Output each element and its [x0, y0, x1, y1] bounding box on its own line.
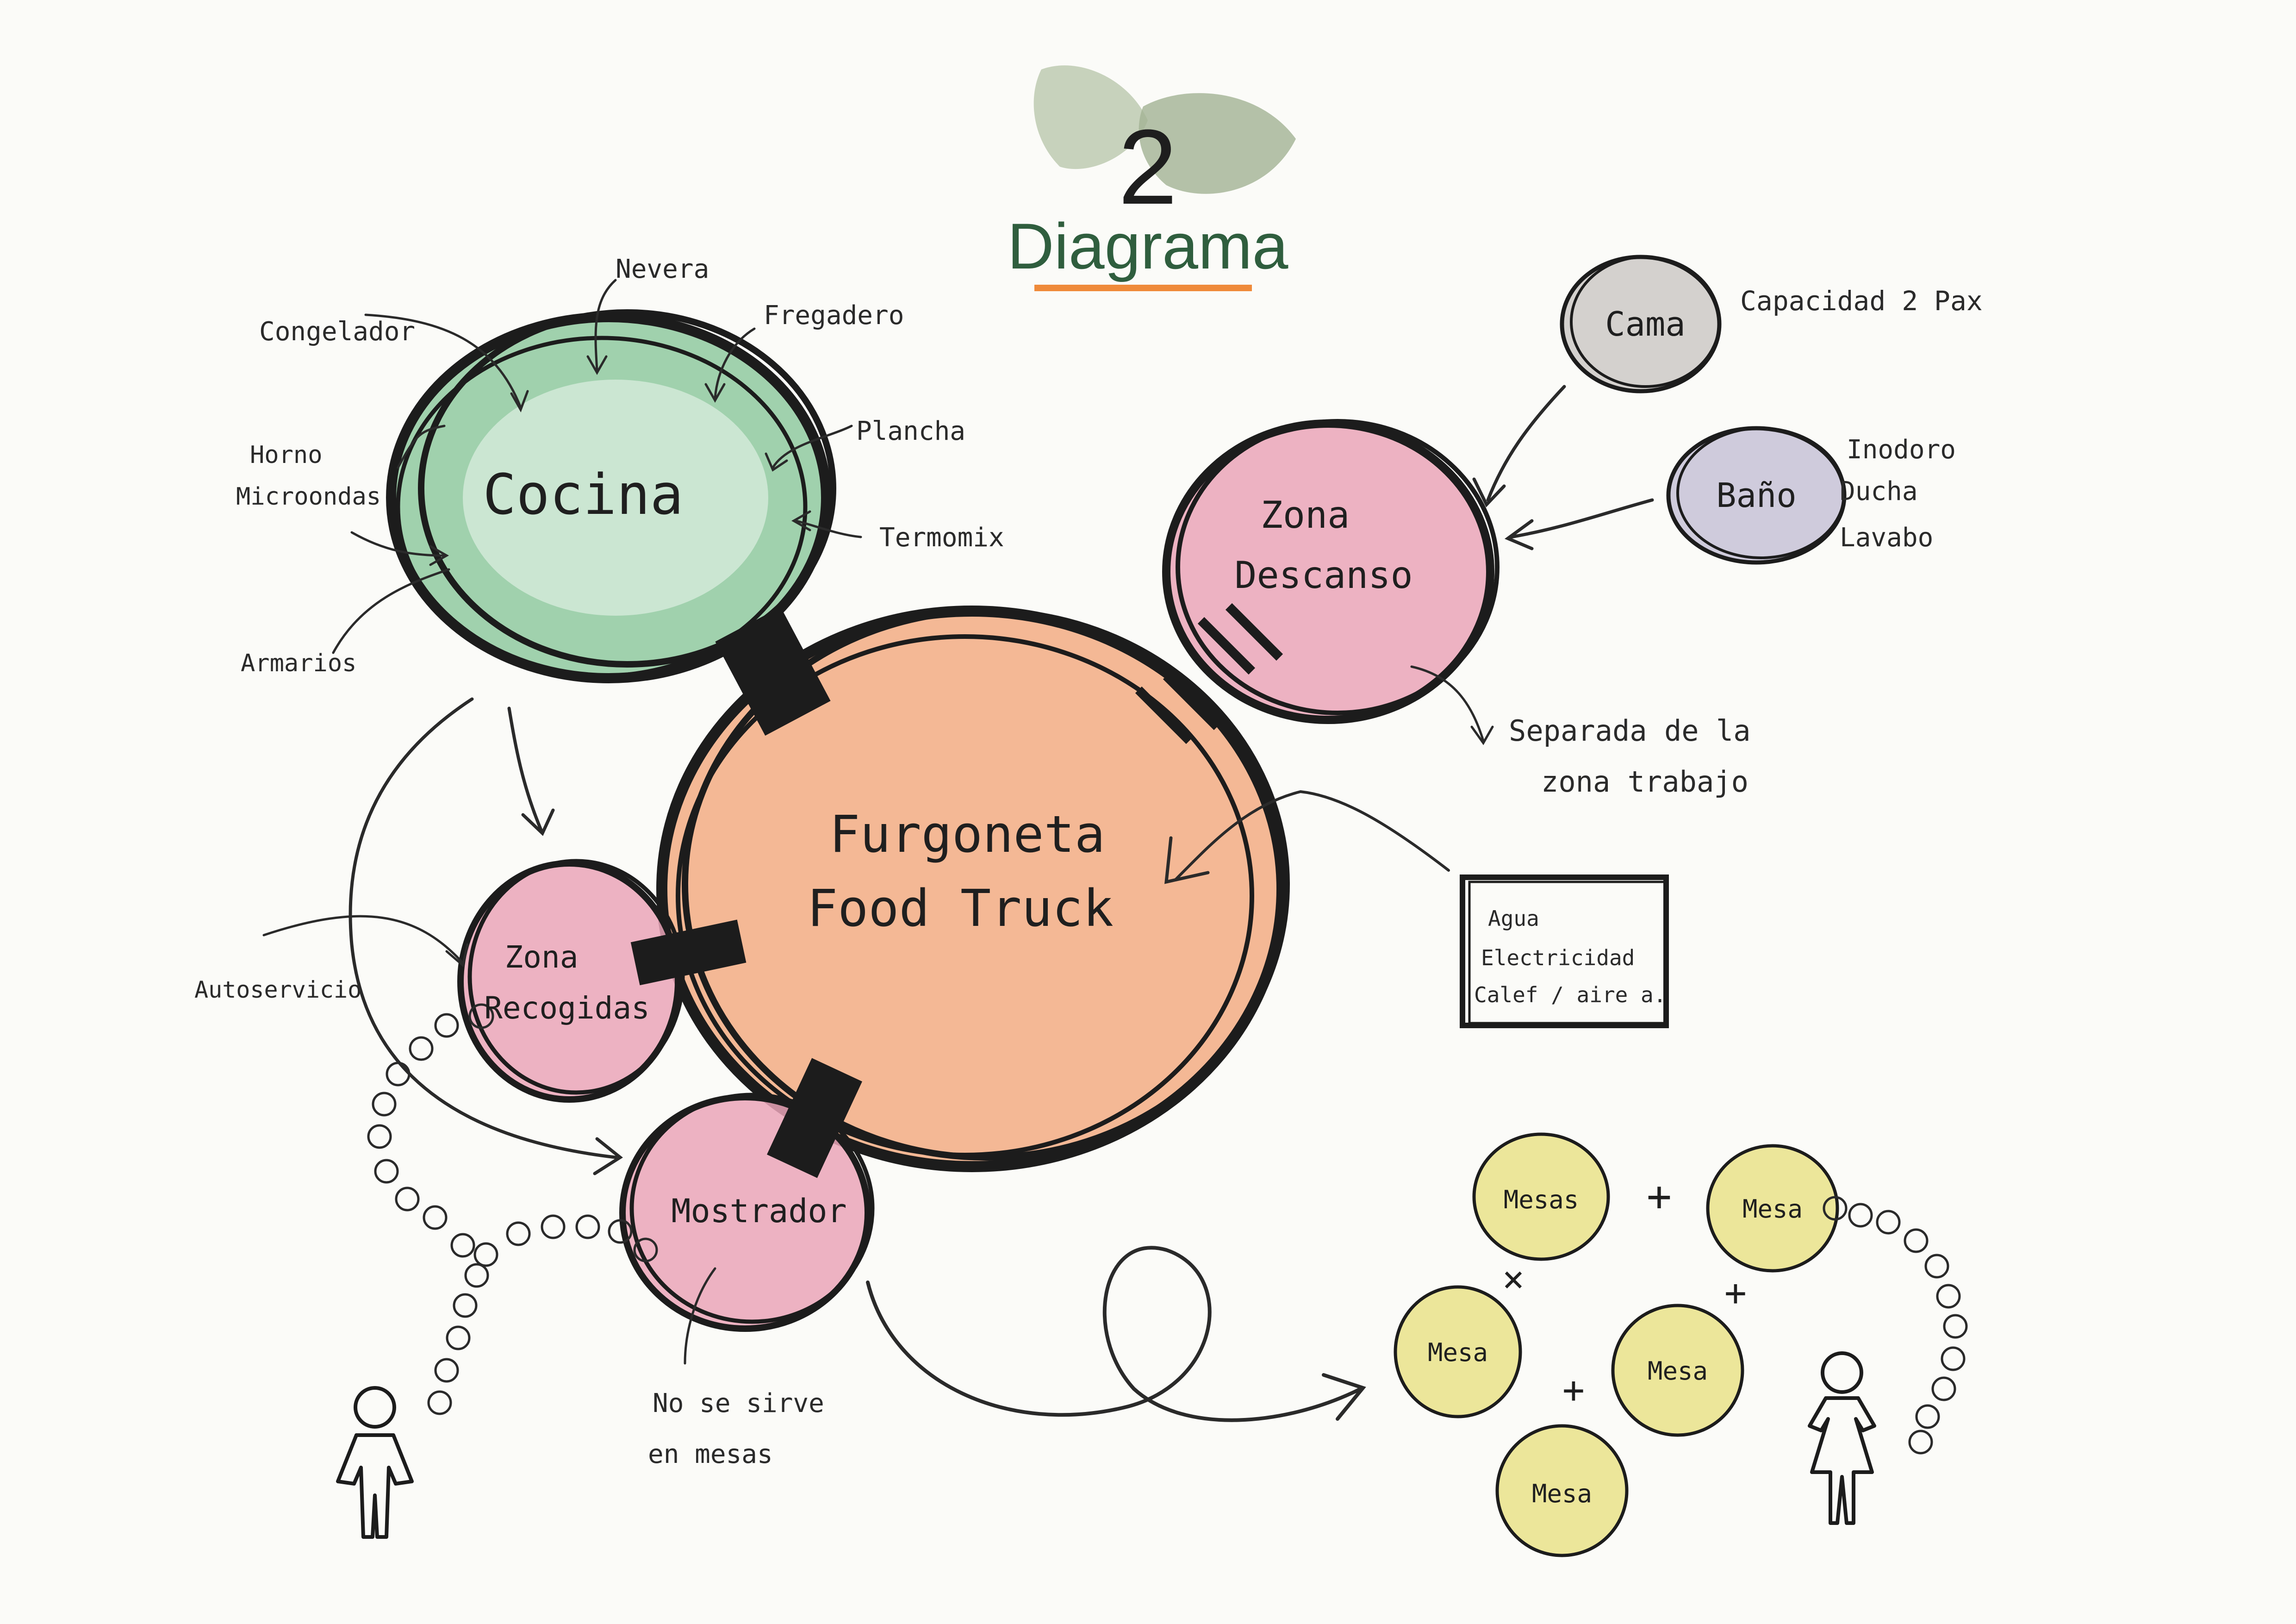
cama-bubble [1560, 255, 1722, 394]
zona-descanso-bubble [1162, 419, 1500, 724]
horno-note-line1: Horno [250, 441, 323, 469]
furgoneta-label: Furgoneta [829, 805, 1105, 864]
bubbles [386, 255, 1847, 1557]
zona-recogidas-bubble [457, 859, 685, 1103]
food-truck-label: Food Truck [807, 879, 1114, 938]
furgoneta-bubble [656, 606, 1290, 1172]
service-electricidad: Electricidad [1481, 945, 1635, 970]
mesa-label: Mesa [1742, 1194, 1803, 1224]
congelador-note: Congelador [259, 317, 415, 347]
service-calefaccion: Calef / aire a. [1474, 982, 1666, 1007]
dotted-path-left [367, 1003, 658, 1415]
horno-note-line2: Microondas [236, 483, 381, 511]
zona-recogidas-label-line2: Recogidas [484, 990, 650, 1026]
connection-blocks [630, 603, 1283, 1178]
bano-note-line3: Lavabo [1840, 523, 1933, 553]
recogidas-furgoneta-link [630, 919, 747, 986]
node-labels: Cocina Furgoneta Food Truck Zona Descans… [483, 305, 1803, 1508]
zona-recogidas-label-line1: Zona [505, 939, 579, 975]
mesa-label: Mesa [1428, 1338, 1488, 1367]
cama-label: Cama [1605, 305, 1685, 344]
mesas-group [1394, 1132, 1839, 1557]
mesa-label: Mesas [1504, 1185, 1579, 1214]
diagram-title: Diagrama [1008, 210, 1288, 282]
annotation-labels: Congelador Nevera Fregadero Plancha Horn… [194, 254, 1983, 1469]
fregadero-note: Fregadero [764, 300, 904, 331]
mesa-bubble [1394, 1285, 1522, 1418]
cocina-furgoneta-link [715, 606, 831, 736]
diagram-number: 2 [1118, 107, 1177, 226]
bano-note-line1: Inodoro [1847, 435, 1956, 465]
title-underline [1034, 285, 1252, 291]
descanso-note-line2: zona trabajo [1541, 765, 1748, 799]
mesa-connectors: + × + + [1502, 1172, 1747, 1412]
mesa-bubble [1495, 1424, 1629, 1557]
autoservicio-note: Autoservicio [194, 976, 361, 1003]
mostrador-note-line2: en mesas [648, 1439, 773, 1469]
mostrador-note-line1: No se sirve [653, 1388, 824, 1418]
mostrador-label: Mostrador [671, 1192, 846, 1230]
leaf-right-icon [1139, 93, 1296, 194]
person-female-icon [1808, 1351, 1876, 1525]
descanso-separator [1135, 603, 1283, 744]
mesa-label: Mesa [1532, 1479, 1592, 1508]
descanso-note-line1: Separada de la [1509, 714, 1751, 748]
plus-connector: + [1647, 1172, 1672, 1221]
mesa-bubble [1472, 1132, 1610, 1261]
mesa-bubble [1611, 1304, 1744, 1437]
leader-lines [262, 279, 1654, 1422]
nevera-note: Nevera [616, 254, 709, 284]
termomix-note: Termomix [879, 523, 1004, 553]
cocina-bubble [386, 309, 836, 683]
bano-note-line2: Ducha [1840, 476, 1918, 506]
zona-descanso-label-line2: Descanso [1234, 554, 1412, 597]
dotted-path-right [1823, 1196, 1968, 1455]
mesa-bubble [1706, 1144, 1839, 1273]
person-male-icon [336, 1386, 414, 1539]
cocina-label: Cocina [483, 463, 683, 527]
bano-label: Baño [1716, 476, 1796, 515]
header: 2 Diagrama [1008, 65, 1296, 291]
plus-connector: + [1562, 1368, 1585, 1412]
times-connector: + [1724, 1271, 1747, 1314]
services-box [1460, 874, 1669, 1028]
cama-capacity-note: Capacidad 2 Pax [1740, 285, 1983, 317]
plancha-note: Plancha [856, 416, 965, 446]
times-connector: × [1502, 1257, 1524, 1300]
service-agua: Agua [1488, 906, 1539, 931]
mostrador-furgoneta-link [767, 1058, 862, 1178]
bano-bubble [1666, 426, 1847, 565]
leaf-left-icon [1033, 65, 1148, 169]
armarios-note: Armarios [241, 650, 356, 677]
zona-descanso-label-line1: Zona [1261, 493, 1350, 537]
mesa-label: Mesa [1648, 1356, 1708, 1386]
